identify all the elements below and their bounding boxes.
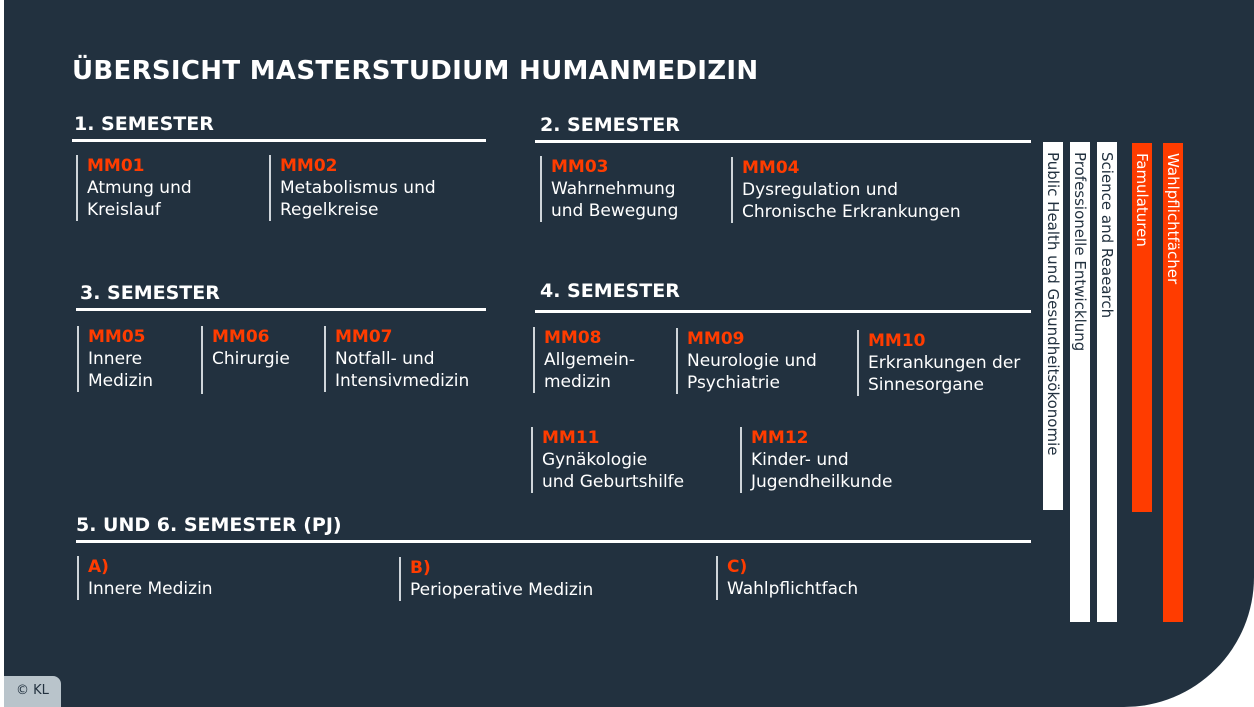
pj-a: A)Innere Medizin bbox=[77, 556, 213, 600]
module-code: MM07 bbox=[335, 327, 393, 347]
module-title: medizin bbox=[544, 372, 611, 392]
module-code: B) bbox=[410, 558, 431, 578]
module-title: Wahlpflichtfach bbox=[727, 579, 859, 599]
module-code: MM11 bbox=[542, 428, 600, 448]
module-title: Neurologie und bbox=[687, 351, 817, 371]
module-code: MM06 bbox=[212, 327, 270, 347]
bar-wahlpflichtfaecher: Wahlpflichtfächer bbox=[1163, 143, 1183, 622]
module-title: Dysregulation und bbox=[742, 180, 899, 200]
module-title: Atmung und bbox=[87, 178, 192, 198]
bar-professionelle-entwicklung: Professionelle Entwicklung bbox=[1070, 142, 1090, 622]
divider bbox=[535, 310, 1031, 313]
module-code: MM09 bbox=[687, 329, 745, 349]
module-code: MM10 bbox=[868, 331, 926, 351]
divider bbox=[535, 140, 1031, 143]
semester-3-heading: 3. SEMESTER bbox=[80, 282, 220, 304]
copyright-badge: © KL bbox=[4, 676, 61, 707]
divider bbox=[76, 540, 1031, 543]
module-code: MM02 bbox=[280, 156, 338, 176]
module-code: MM04 bbox=[742, 158, 800, 178]
module-title: Wahrnehmung bbox=[551, 179, 676, 199]
module-title: Innere bbox=[88, 349, 143, 369]
pj-b: B)Perioperative Medizin bbox=[399, 557, 593, 601]
module-title: Perioperative Medizin bbox=[410, 580, 594, 600]
pj-c: C)Wahlpflichtfach bbox=[716, 556, 858, 600]
module-title: Jugendheilkunde bbox=[751, 472, 893, 492]
module-title: und Geburtshilfe bbox=[542, 472, 685, 492]
module-title: Notfall- und bbox=[335, 349, 435, 369]
module-title: Metabolismus und bbox=[280, 178, 436, 198]
module-title: Psychiatrie bbox=[687, 373, 780, 393]
bar-science-research: Science and Reaearch bbox=[1097, 142, 1117, 622]
semester-1-heading: 1. SEMESTER bbox=[74, 113, 214, 135]
module-title: Allgemein- bbox=[544, 350, 635, 370]
semester-5-6-heading: 5. UND 6. SEMESTER (PJ) bbox=[76, 514, 342, 536]
module-code: MM03 bbox=[551, 157, 609, 177]
bar-famulaturen: Famulaturen bbox=[1132, 143, 1152, 512]
module-title: und Bewegung bbox=[551, 201, 679, 221]
module-title: Chirurgie bbox=[212, 349, 290, 369]
bar-public-health: Public Health und Gesundheitsökonomie bbox=[1043, 142, 1063, 510]
semester-4-heading: 4. SEMESTER bbox=[540, 280, 680, 302]
divider bbox=[76, 308, 486, 311]
module-title: Gynäkologie bbox=[542, 450, 648, 470]
module-code: C) bbox=[727, 557, 748, 577]
divider bbox=[72, 139, 486, 142]
module-code: MM05 bbox=[88, 327, 146, 347]
module-code: MM08 bbox=[544, 328, 602, 348]
module-title: Kinder- und bbox=[751, 450, 849, 470]
module-code: MM01 bbox=[87, 156, 145, 176]
module-title: Intensivmedizin bbox=[335, 371, 470, 391]
module-code: MM12 bbox=[751, 428, 809, 448]
module-title: Innere Medizin bbox=[88, 579, 213, 599]
module-title: Kreislauf bbox=[87, 200, 161, 220]
module-title: Regelkreise bbox=[280, 200, 379, 220]
page-title: ÜBERSICHT MASTERSTUDIUM HUMANMEDIZIN bbox=[72, 56, 759, 86]
semester-2-heading: 2. SEMESTER bbox=[540, 114, 680, 136]
module-title: Medizin bbox=[88, 371, 154, 391]
module-title: Erkrankungen der bbox=[868, 353, 1021, 373]
module-title: Chronische Erkrankungen bbox=[742, 202, 961, 222]
module-code: A) bbox=[88, 557, 109, 577]
module-title: Sinnesorgane bbox=[868, 375, 984, 395]
